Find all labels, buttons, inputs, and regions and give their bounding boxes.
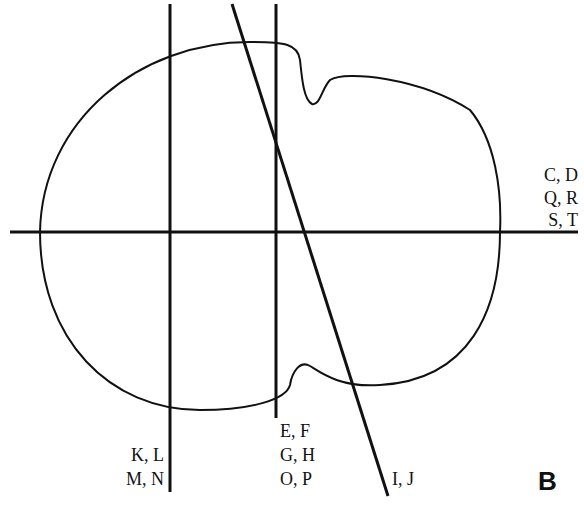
section-label: E, F [280, 422, 310, 440]
section-label: M, N [126, 470, 164, 488]
section-label: Q, R [544, 189, 578, 207]
section-label: C, D [544, 166, 578, 184]
section-label: K, L [131, 446, 164, 464]
organ-outline [40, 42, 500, 410]
section-line [275, 4, 278, 418]
panel-letter: B [538, 468, 557, 494]
section-line [232, 4, 388, 496]
section-label: S, T [548, 211, 578, 229]
section-label: G, H [280, 446, 315, 464]
section-label: I, J [392, 470, 414, 488]
section-line [10, 231, 578, 234]
section-label: O, P [280, 470, 312, 488]
section-line [169, 4, 172, 492]
